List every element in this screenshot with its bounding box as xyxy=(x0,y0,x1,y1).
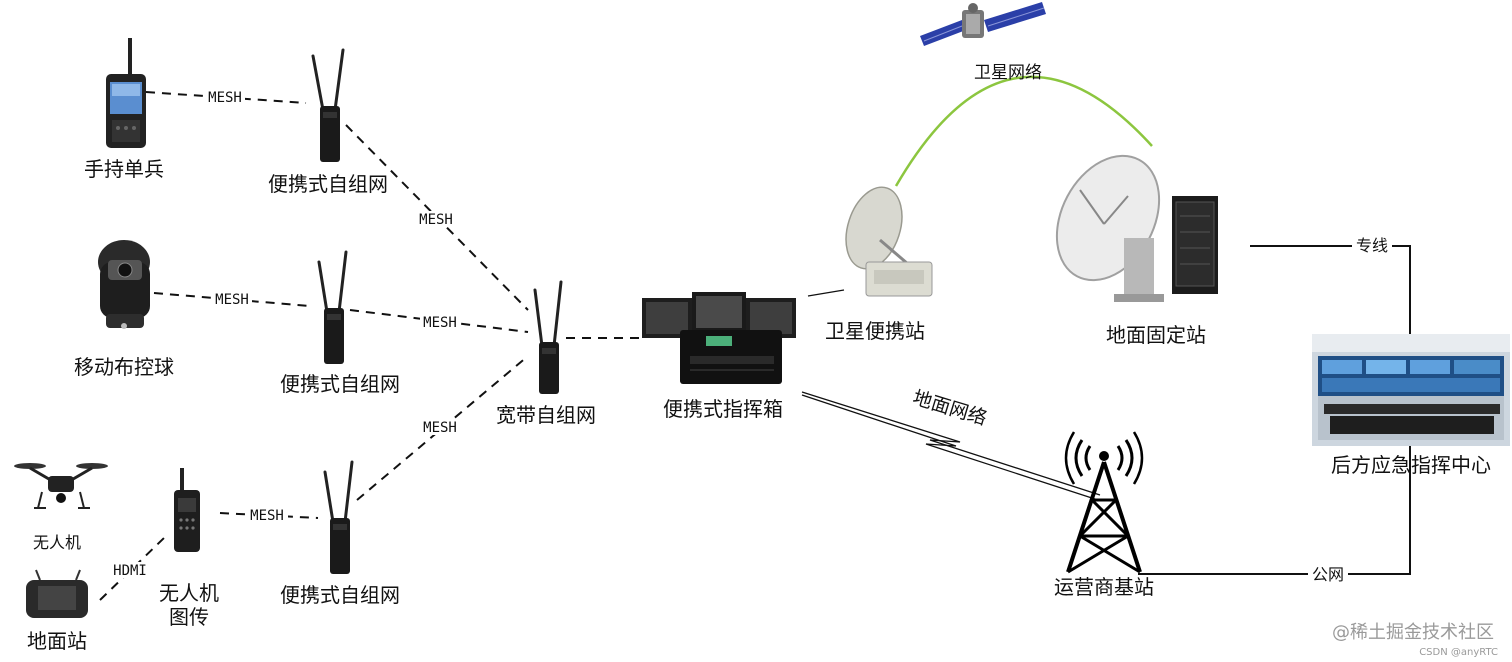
link-ptz-mesh-mid xyxy=(153,292,311,307)
label-drone-tx-line1: 无人机 xyxy=(159,581,219,605)
label-base-station: 运营商基站 xyxy=(1054,575,1154,599)
mesh-radio-bottom-icon xyxy=(323,460,354,574)
label-broadband: 宽带自组网 xyxy=(496,403,596,427)
edge-label-ground-net: 地面网络 xyxy=(910,387,989,430)
label-mesh-bottom: 便携式自组网 xyxy=(280,583,400,607)
watermark: @稀土掘金技术社区 CSDN @anyRTC xyxy=(1332,622,1498,658)
node-labels: 手持单兵 便携式自组网 移动布控球 便携式自组网 无人机 地面站 无人机 图传 … xyxy=(27,157,1491,653)
ground-fixed-dish-icon xyxy=(1055,154,1164,302)
drone-icon xyxy=(14,463,108,509)
edge-label-leased-line: 专线 xyxy=(1356,236,1388,255)
link-commandbox-satportable xyxy=(807,289,845,297)
edge-label-satellite-net: 卫星网络 xyxy=(974,63,1042,83)
label-drone: 无人机 xyxy=(33,533,81,552)
label-sat-portable: 卫星便携站 xyxy=(825,319,925,343)
mesh-radio-top-icon xyxy=(311,48,345,162)
edge-label-public-net: 公网 xyxy=(1312,565,1344,584)
label-mesh-mid: 便携式自组网 xyxy=(280,372,400,396)
command-center-photo xyxy=(1312,334,1510,446)
label-ground-fixed: 地面固定站 xyxy=(1106,323,1206,347)
edge-label-mesh-3: MESH xyxy=(215,292,249,308)
edge-label-hdmi: HDMI xyxy=(113,563,147,579)
link-ground-network-2 xyxy=(801,394,1099,501)
server-rack-icon xyxy=(1172,196,1218,294)
label-handheld: 手持单兵 xyxy=(84,157,164,181)
ptz-camera-icon xyxy=(98,240,150,329)
watermark-main: @稀土掘金技术社区 xyxy=(1332,622,1494,643)
handheld-radio-icon xyxy=(106,38,146,148)
label-command-box: 便携式指挥箱 xyxy=(663,397,783,421)
ground-station-controller-icon xyxy=(26,569,88,618)
satellite-portable-dish-icon xyxy=(845,186,933,297)
link-ground-network xyxy=(801,391,1101,496)
label-rear-center: 后方应急指挥中心 xyxy=(1331,453,1491,477)
edge-label-mesh-4: MESH xyxy=(423,315,457,331)
satellite-link-arc xyxy=(894,75,1153,187)
watermark-sub: CSDN @anyRTC xyxy=(1419,647,1498,658)
edge-label-mesh-6: MESH xyxy=(250,508,284,524)
link-mesh-bottom-broadband xyxy=(356,355,529,501)
edge-label-mesh-2: MESH xyxy=(419,212,453,228)
drone-video-tx-icon xyxy=(174,468,200,552)
label-drone-tx-line2: 图传 xyxy=(169,605,209,629)
command-box-icon xyxy=(642,292,796,384)
label-ground-station: 地面站 xyxy=(27,629,87,653)
broadband-mesh-radio-icon xyxy=(533,280,563,394)
label-ptz: 移动布控球 xyxy=(74,355,174,379)
edge-label-mesh-1: MESH xyxy=(208,90,242,106)
label-mesh-top: 便携式自组网 xyxy=(268,172,388,196)
cell-tower-icon xyxy=(1064,431,1144,574)
edge-label-mesh-5: MESH xyxy=(423,420,457,436)
link-mesh-mid-broadband xyxy=(349,309,529,333)
satellite-icon xyxy=(920,2,1046,46)
mesh-radio-mid-icon xyxy=(317,250,348,364)
link-public-net xyxy=(1138,446,1411,575)
link-leased-line xyxy=(1250,245,1411,334)
